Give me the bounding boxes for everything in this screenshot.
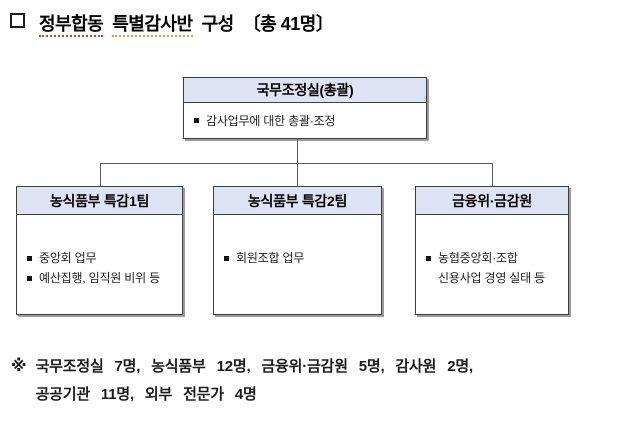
square-bullet-icon bbox=[426, 255, 431, 261]
square-list-marker-icon bbox=[10, 13, 25, 28]
footnote-text: 국무조정실 7명, 농식품부 12명, 금융위·금감원 5명, 감사원 2명, … bbox=[35, 353, 474, 409]
page-title: 정부합동 특별감사반 구성 〔총 41명〕 bbox=[39, 10, 334, 37]
list-item-text: 예산집행, 임직원 비위 등 bbox=[39, 271, 160, 285]
square-bullet-icon bbox=[194, 118, 199, 123]
reference-mark: ※ bbox=[11, 358, 27, 375]
connector-drop-team1 bbox=[100, 164, 101, 186]
org-box-root-header: 국무조정실(총괄) bbox=[184, 78, 426, 103]
connector-horizontal-bar bbox=[100, 163, 493, 164]
org-box-team1-body: 중앙회 업무 예산집행, 임직원 비위 등 bbox=[17, 215, 182, 314]
list-item: 회원조합 업무 bbox=[224, 248, 375, 268]
org-box-team1-header: 농식품부 특감1팀 bbox=[17, 187, 182, 215]
list-item-text: 농협중앙회·조합 bbox=[438, 251, 518, 265]
org-box-team2-header: 농식품부 특감2팀 bbox=[214, 187, 381, 215]
title-total-count: 〔총 41명〕 bbox=[242, 14, 334, 34]
list-item-text: 회원조합 업무 bbox=[236, 251, 305, 265]
list-item-text: 감사업무에 대한 총괄·조정 bbox=[206, 113, 336, 128]
section-title: 정부합동 특별감사반 구성 〔총 41명〕 bbox=[10, 10, 334, 37]
title-word: 특별감사반 bbox=[112, 14, 193, 37]
list-item: 중앙회 업무 bbox=[27, 248, 176, 268]
square-bullet-icon bbox=[27, 275, 32, 281]
footnote-line: 국무조정실 7명, 농식품부 12명, 금융위·금감원 5명, 감사원 2명, bbox=[35, 358, 474, 375]
square-bullet-icon bbox=[224, 255, 229, 261]
list-item: 예산집행, 임직원 비위 등 bbox=[27, 268, 176, 288]
connector-drop-team2 bbox=[297, 164, 298, 186]
connector-root-stem bbox=[297, 139, 298, 163]
list-item: 농협중앙회·조합 bbox=[426, 248, 562, 268]
org-box-team3-header: 금융위·금감원 bbox=[416, 187, 568, 215]
title-word: 정부합동 bbox=[39, 14, 104, 37]
list-item-text: 신용사업 경영 실태 등 bbox=[438, 271, 545, 285]
list-item: 감사업무에 대한 총괄·조정 bbox=[194, 111, 336, 131]
footnote-line: 공공기관 11명, 외부 전문가 4명 bbox=[35, 386, 257, 403]
org-box-root: 국무조정실(총괄) 감사업무에 대한 총괄·조정 bbox=[183, 77, 427, 139]
org-box-team3-body: 농협중앙회·조합 신용사업 경영 실태 등 bbox=[416, 215, 568, 314]
title-word: 구성 bbox=[201, 14, 235, 34]
list-item-continuation: 신용사업 경영 실태 등 bbox=[426, 268, 562, 288]
square-bullet-icon bbox=[27, 255, 32, 261]
org-box-team1: 농식품부 특감1팀 중앙회 업무 예산집행, 임직원 비위 등 bbox=[16, 186, 183, 315]
list-item-text: 중앙회 업무 bbox=[39, 251, 97, 265]
org-box-team2-body: 회원조합 업무 bbox=[214, 215, 381, 314]
footnote: ※ 국무조정실 7명, 농식품부 12명, 금융위·금감원 5명, 감사원 2명… bbox=[11, 353, 473, 409]
org-box-team2: 농식품부 특감2팀 회원조합 업무 bbox=[213, 186, 382, 315]
org-box-root-body: 감사업무에 대한 총괄·조정 bbox=[184, 103, 426, 138]
org-box-team3: 금융위·금감원 농협중앙회·조합 신용사업 경영 실태 등 bbox=[415, 186, 569, 315]
connector-drop-team3 bbox=[492, 164, 493, 186]
